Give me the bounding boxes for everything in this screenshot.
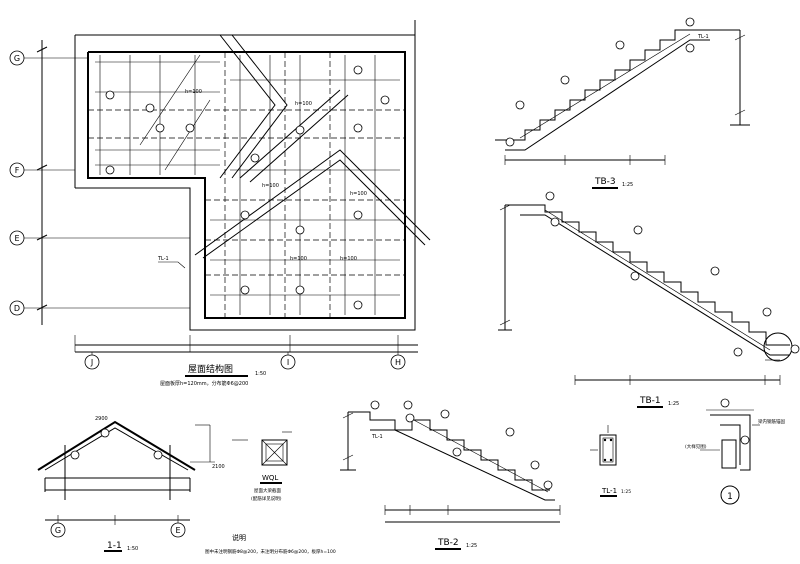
tb3-title: TB-3 [594, 177, 616, 187]
tl1-scale: 1:25 [621, 489, 631, 495]
slab-label: h=100 [185, 89, 202, 95]
plan-title: 屋面结构图 [188, 363, 233, 375]
svg-text:D: D [14, 304, 20, 313]
section-title: 1-1 [107, 541, 122, 551]
tb1-title: TB-1 [639, 396, 661, 406]
plan-scale: 1:50 [255, 371, 266, 377]
svg-text:J: J [90, 358, 93, 367]
section-grid-g: G [55, 526, 61, 535]
stair-tb3: TL-1 TB-3 1:25 [495, 17, 750, 189]
tb2-callout: TL-1 [371, 434, 383, 440]
slab-label: h=100 [350, 191, 367, 197]
svg-text:F: F [15, 166, 20, 175]
grid-bubble-i: I [280, 354, 296, 370]
section-1-1: 2900 2100 G E 1-1 1:50 [37, 416, 225, 552]
wql-note2: (配筋详见说明) [251, 495, 282, 502]
grid-bubble-f: F [9, 162, 25, 178]
notes-title: 说明 [232, 533, 246, 542]
grid-bubble-g: G [9, 50, 25, 66]
beam-wql: WQL 屋面大梁截面 (配筋详见说明) [232, 431, 292, 502]
section-top-label: 2900 [95, 416, 108, 422]
tb3-callout: TL-1 [697, 34, 709, 40]
slab-label: h=100 [262, 183, 279, 189]
grid-bubble-j: J [84, 354, 100, 370]
section-scale: 1:50 [127, 546, 138, 552]
tb2-scale: 1:25 [466, 543, 477, 549]
tb1-scale: 1:25 [668, 401, 679, 407]
section-grid-e: E [175, 526, 180, 535]
section-right-label: 2100 [212, 464, 225, 470]
svg-text:H: H [395, 358, 401, 367]
stair-tb1: TB-1 1:25 [498, 191, 800, 408]
notes: 说明 图中未注明钢筋Φ8@200，未注明分布筋Φ6@200，板厚h=100 [205, 533, 336, 555]
stair-tb2: TL-1 TB-2 1:25 [340, 400, 561, 550]
notes-text: 图中未注明钢筋Φ8@200，未注明分布筋Φ6@200，板厚h=100 [205, 548, 336, 555]
grid-bubble-h: H [390, 354, 406, 370]
detail-note1: 梁内钢筋锚固 [758, 418, 785, 425]
detail-note2: (大样见图) [685, 443, 707, 450]
beam-tl1: TL-1 1:25 [590, 425, 631, 497]
detail-1: 梁内钢筋锚固 (大样见图) 1 [685, 398, 785, 505]
slab-label: h=100 [295, 101, 312, 107]
tb2-title: TB-2 [437, 538, 459, 548]
tl1-title: TL-1 [601, 487, 617, 495]
wql-title: WQL [262, 474, 278, 482]
grid-bubble-e: E [9, 230, 25, 246]
slab-label: h=100 [290, 256, 307, 262]
wql-note1: 屋面大梁截面 [254, 487, 281, 494]
svg-text:I: I [287, 358, 289, 367]
grid-bubble-d: D [9, 300, 25, 316]
svg-text:E: E [14, 234, 19, 243]
detail-label: 1 [727, 492, 733, 502]
plan-callout-tl1: TL-1 [157, 256, 169, 262]
slab-label: h=100 [340, 256, 357, 262]
plan-note: 屋面板厚h=120mm，分布筋Φ6@200 [160, 380, 248, 387]
roof-plan: G F E D J I H h=100 h=100 h=100 [9, 20, 431, 387]
svg-text:G: G [14, 54, 20, 63]
tb3-scale: 1:25 [622, 182, 633, 188]
